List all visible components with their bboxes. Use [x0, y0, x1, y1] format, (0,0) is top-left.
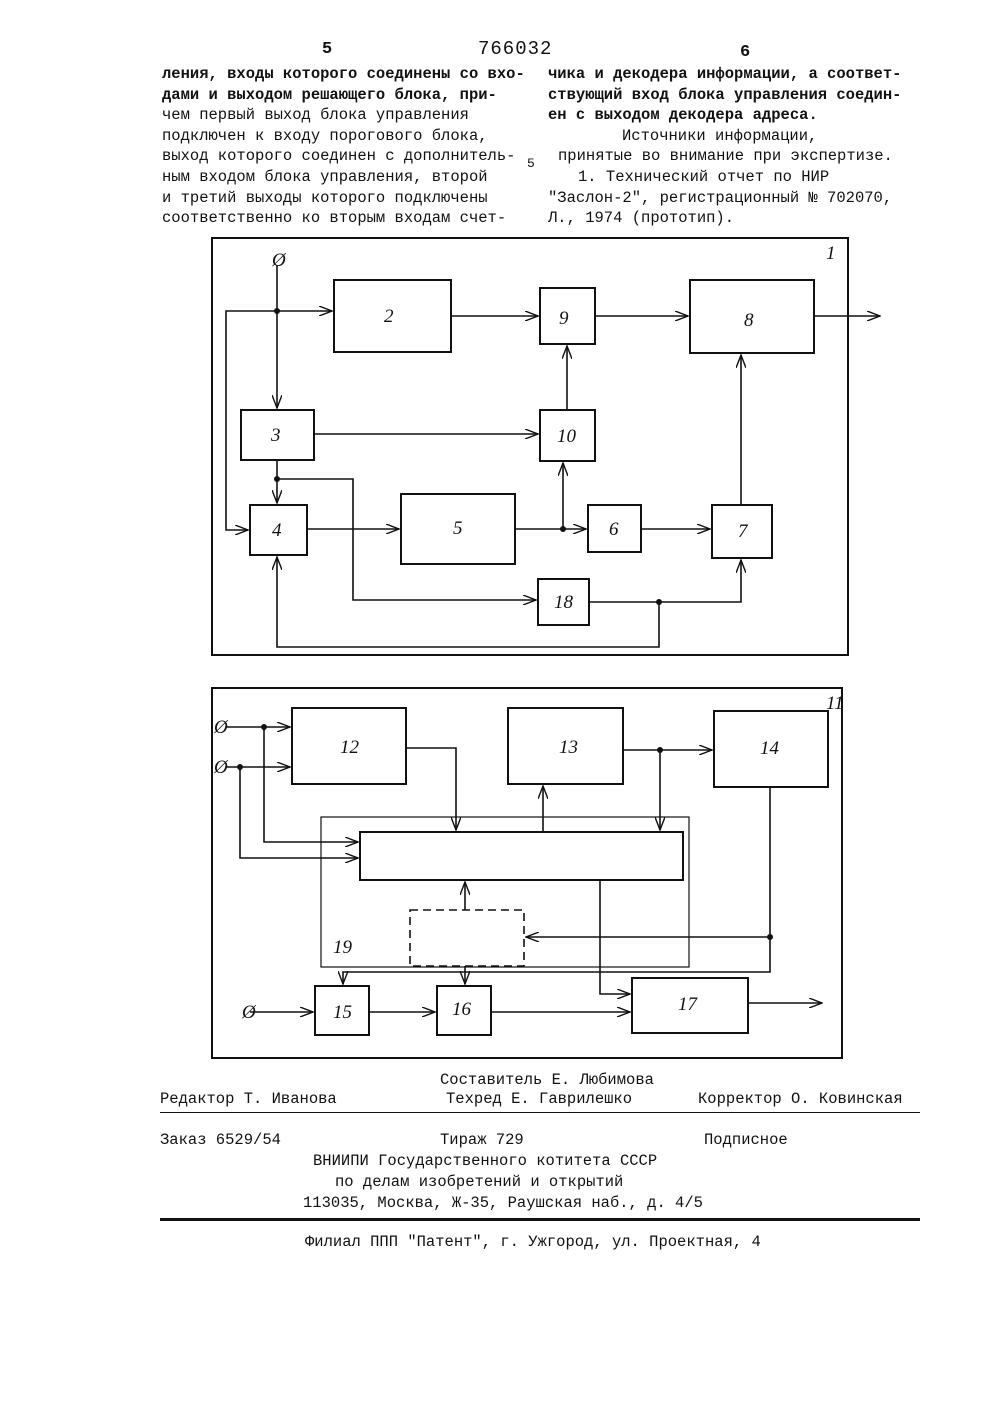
block-label: 7 [738, 521, 749, 542]
compiler: Составитель Е. Любимова [440, 1071, 654, 1089]
block-label: 3 [270, 425, 281, 446]
block-label: 10 [557, 426, 577, 447]
block-label: 9 [559, 308, 569, 329]
control-block [360, 832, 683, 880]
subscription: Подписное [704, 1131, 788, 1149]
input-terminal: Ø [213, 757, 229, 778]
dashed-block [410, 910, 524, 966]
divider [160, 1112, 920, 1113]
block-label: 6 [609, 519, 619, 540]
input-terminal: Ø [241, 1002, 257, 1023]
top-frame [212, 238, 848, 655]
circulation: Тираж 729 [440, 1131, 524, 1149]
sub-frame-19 [321, 817, 689, 967]
corrector: Корректор О. Ковинская [698, 1090, 903, 1108]
block-label: 13 [559, 737, 578, 758]
input-terminal: Ø [271, 250, 287, 271]
block-label: 17 [678, 994, 699, 1015]
block-label: 5 [453, 518, 463, 539]
block-label: 12 [340, 737, 360, 758]
frame-label: 1 [826, 243, 836, 264]
branch-line: Филиал ППП "Патент", г. Ужгород, ул. Про… [305, 1233, 761, 1251]
editor: Редактор Т. Иванова [160, 1090, 337, 1108]
frame-label: 11 [826, 693, 844, 714]
divider-thick [160, 1218, 920, 1221]
tech-editor: Техред Е. Гаврилешко [446, 1090, 632, 1108]
block-label: 2 [384, 306, 394, 327]
block-label: 18 [554, 592, 574, 613]
org-address: 113035, Москва, Ж-35, Раушская наб., д. … [303, 1194, 703, 1212]
block-label: 16 [452, 999, 472, 1020]
block-label: 4 [272, 520, 282, 541]
block-label: 8 [744, 310, 754, 331]
frame-label: 19 [333, 937, 353, 958]
org-line: по делам изобретений и открытий [335, 1173, 623, 1191]
block-label: 14 [760, 738, 780, 759]
org-line: ВНИИПИ Государственного котитета СССР [313, 1152, 657, 1170]
input-terminal: Ø [213, 717, 229, 738]
block-label: 15 [333, 1002, 352, 1023]
order-number: Заказ 6529/54 [160, 1131, 281, 1149]
